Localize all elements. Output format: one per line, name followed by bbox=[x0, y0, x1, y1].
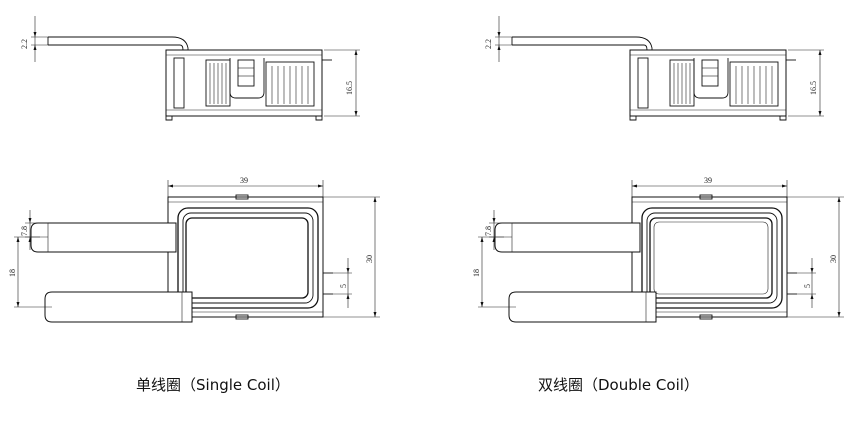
dim-tab-width: 7.8 bbox=[20, 226, 29, 236]
dim-tab-pitch: 18 bbox=[8, 269, 17, 277]
double-dimension-labels: 2.2 16.5 39 30 7.8 18 5 bbox=[472, 39, 838, 288]
single-coil-caption: 单线圈（Single Coil） bbox=[136, 376, 290, 394]
double-side-view bbox=[494, 15, 825, 121]
dim-length: 39 bbox=[240, 176, 248, 185]
dim-width: 30 bbox=[829, 255, 838, 263]
double-coil-caption: 双线圈（Double Coil） bbox=[538, 376, 699, 394]
dim-length: 39 bbox=[704, 176, 712, 185]
second-coil-outline bbox=[653, 221, 769, 295]
single-top-view bbox=[13, 179, 381, 323]
double-coil-drawing bbox=[477, 15, 845, 323]
dim-tab-width: 7.8 bbox=[484, 226, 493, 236]
single-side-view bbox=[30, 15, 361, 121]
single-coil-drawing bbox=[13, 15, 381, 323]
dim-pin-pitch: 5 bbox=[803, 284, 812, 288]
dim-pin-pitch: 5 bbox=[339, 284, 348, 288]
dim-tab-pitch: 18 bbox=[472, 269, 481, 277]
single-dimension-labels: 2.2 16.5 39 30 7.8 18 5 bbox=[8, 39, 374, 288]
dim-width: 30 bbox=[365, 255, 374, 263]
dim-tab-thickness: 2.2 bbox=[484, 39, 493, 49]
dim-tab-thickness: 2.2 bbox=[20, 39, 29, 49]
dim-height: 16.5 bbox=[809, 81, 818, 95]
dim-height: 16.5 bbox=[345, 81, 354, 95]
double-top-view bbox=[477, 179, 845, 323]
